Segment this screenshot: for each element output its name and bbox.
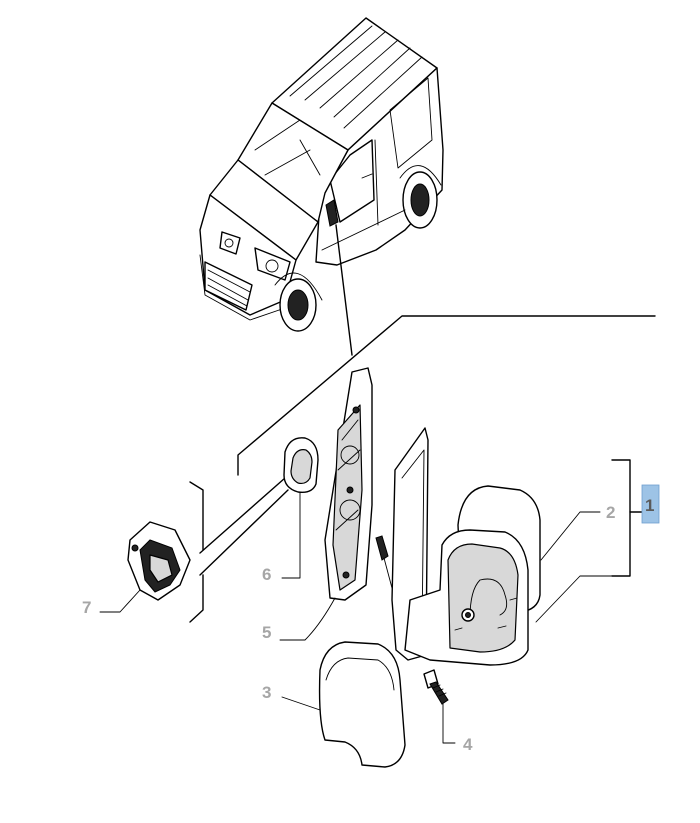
van-illustration (199, 17, 444, 332)
leader-1-assembly (535, 575, 613, 623)
callout-1-highlight (641, 484, 660, 524)
switch-part-7 (99, 521, 191, 613)
callout-5[interactable]: 5 (262, 623, 271, 642)
gasket-part-6 (281, 437, 319, 579)
leader-2 (540, 511, 601, 561)
callout-4[interactable]: 4 (463, 735, 473, 754)
connector (375, 535, 393, 589)
callout-1[interactable]: 1 (645, 496, 654, 515)
cover-cap-part-3 (281, 641, 406, 768)
screw-part-4 (423, 669, 456, 744)
leader-lines (189, 224, 656, 623)
callout-3[interactable]: 3 (262, 683, 271, 702)
callout-7[interactable]: 7 (82, 598, 91, 617)
callout-6[interactable]: 6 (262, 565, 271, 584)
callout-2[interactable]: 2 (606, 503, 615, 522)
mirror-base-part-5 (279, 367, 373, 641)
mirror-assembly-part-1 (391, 427, 541, 666)
